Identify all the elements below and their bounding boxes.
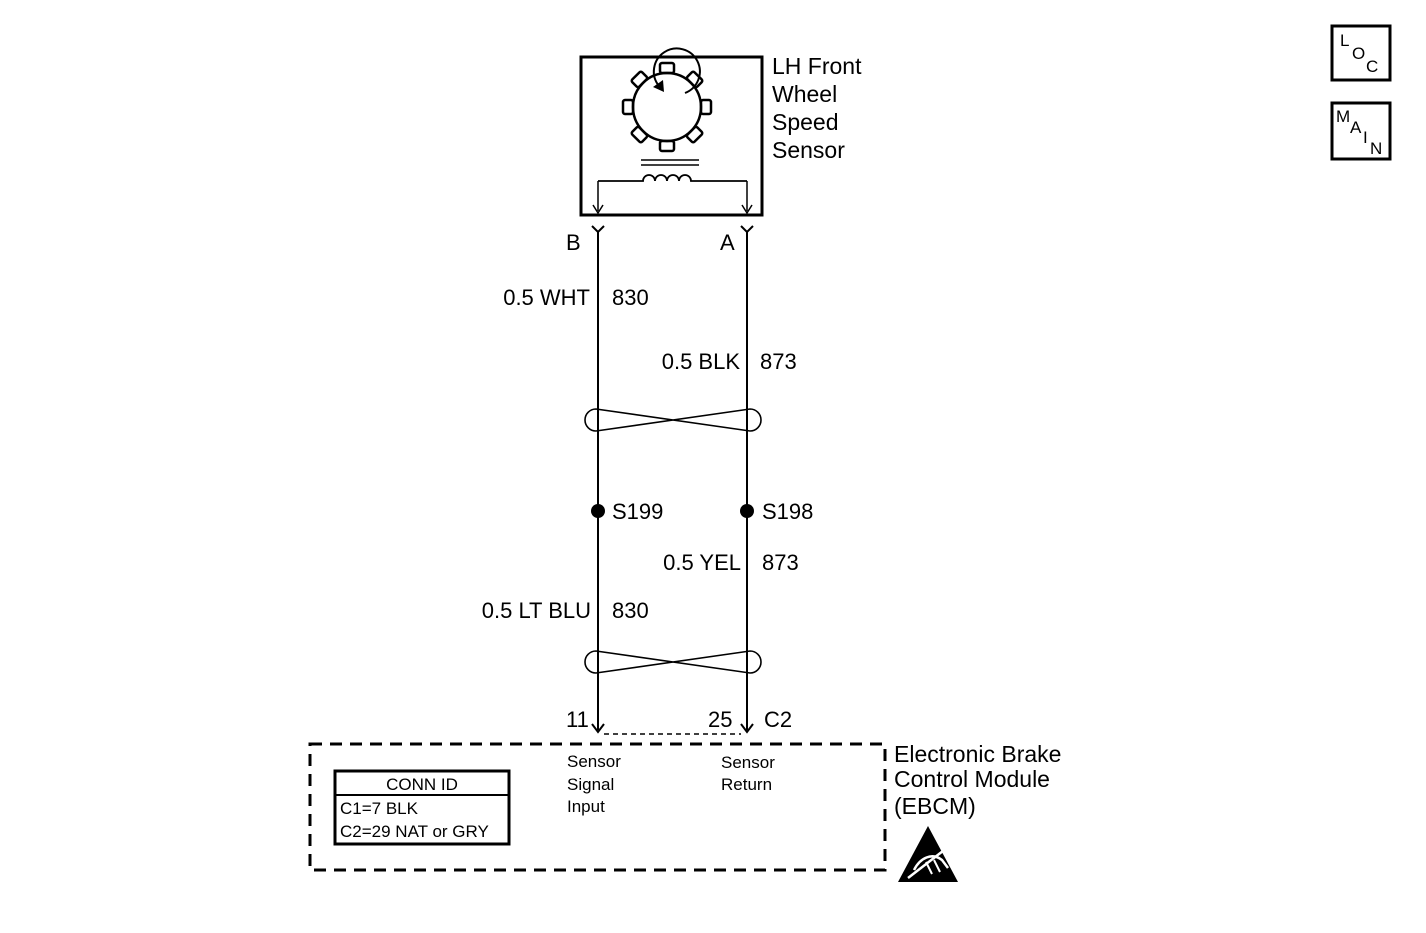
loc-button[interactable]: L O C bbox=[1330, 24, 1392, 82]
esd-warning-icon bbox=[898, 826, 958, 882]
tone-ring-coil-icon bbox=[592, 47, 753, 215]
main-button[interactable]: M A I N bbox=[1330, 101, 1392, 161]
signal-input-line-3: Input bbox=[567, 797, 605, 816]
wire-color-upper-right: 0.5 BLK bbox=[662, 349, 741, 374]
wire-circuit-lower-right: 873 bbox=[762, 550, 799, 575]
signal-input-line-2: Signal bbox=[567, 775, 614, 794]
loc-letter-l: L bbox=[1340, 31, 1349, 50]
main-letter-n: N bbox=[1370, 139, 1382, 158]
splice-s199: S199 bbox=[591, 499, 663, 524]
main-letter-a: A bbox=[1350, 118, 1362, 137]
splice-s198: S198 bbox=[740, 499, 813, 524]
sensor-connector: B A bbox=[566, 225, 754, 255]
sensor-return-line-1: Sensor bbox=[721, 753, 775, 772]
main-letter-m: M bbox=[1336, 107, 1350, 126]
main-letter-i: I bbox=[1363, 128, 1368, 147]
sensor-pin-b: B bbox=[566, 230, 581, 255]
sensor-return-line-2: Return bbox=[721, 775, 772, 794]
twisted-pair-symbol-upper bbox=[584, 408, 762, 432]
wire-color-lower-left: 0.5 LT BLU bbox=[482, 598, 591, 623]
connector-pin-11: 11 bbox=[566, 707, 589, 732]
sensor-name-line-4: Sensor bbox=[772, 137, 845, 163]
loc-letter-o: O bbox=[1352, 44, 1365, 63]
connector-pin-25: 25 bbox=[708, 707, 732, 732]
loc-letter-c: C bbox=[1366, 57, 1378, 76]
conn-id-table: CONN ID C1=7 BLK C2=29 NAT or GRY bbox=[333, 769, 511, 846]
splice-s198-label: S198 bbox=[762, 499, 813, 524]
splice-s199-label: S199 bbox=[612, 499, 663, 524]
wire-circuit-lower-left: 830 bbox=[612, 598, 649, 623]
conn-id-row-c2: C2=29 NAT or GRY bbox=[340, 822, 489, 841]
sensor-pin-a: A bbox=[720, 230, 735, 255]
wire-circuit-upper-left: 830 bbox=[612, 285, 649, 310]
wheel-speed-sensor: LH Front Wheel Speed Sensor bbox=[579, 47, 862, 217]
wire-color-upper-left: 0.5 WHT bbox=[503, 285, 590, 310]
wire-circuit-upper-right: 873 bbox=[760, 349, 797, 374]
wire-color-lower-right: 0.5 YEL bbox=[663, 550, 741, 575]
sensor-name-line-2: Wheel bbox=[772, 81, 837, 107]
ebcm-module: Sensor Signal Input Sensor Return CONN I… bbox=[308, 741, 1061, 882]
module-name-line-1: Electronic Brake bbox=[894, 741, 1061, 767]
sensor-name-line-1: LH Front bbox=[772, 53, 862, 79]
module-connector-c2: 11 25 C2 bbox=[566, 707, 792, 735]
conn-id-title: CONN ID bbox=[386, 775, 458, 794]
signal-input-line-1: Sensor bbox=[567, 752, 621, 771]
conn-id-row-c1: C1=7 BLK bbox=[340, 799, 419, 818]
module-name-line-2: Control Module bbox=[894, 766, 1050, 792]
sensor-name-line-3: Speed bbox=[772, 109, 839, 135]
twisted-pair-symbol-lower bbox=[584, 650, 762, 674]
connector-name: C2 bbox=[764, 707, 792, 732]
module-name-line-3: (EBCM) bbox=[894, 793, 976, 819]
